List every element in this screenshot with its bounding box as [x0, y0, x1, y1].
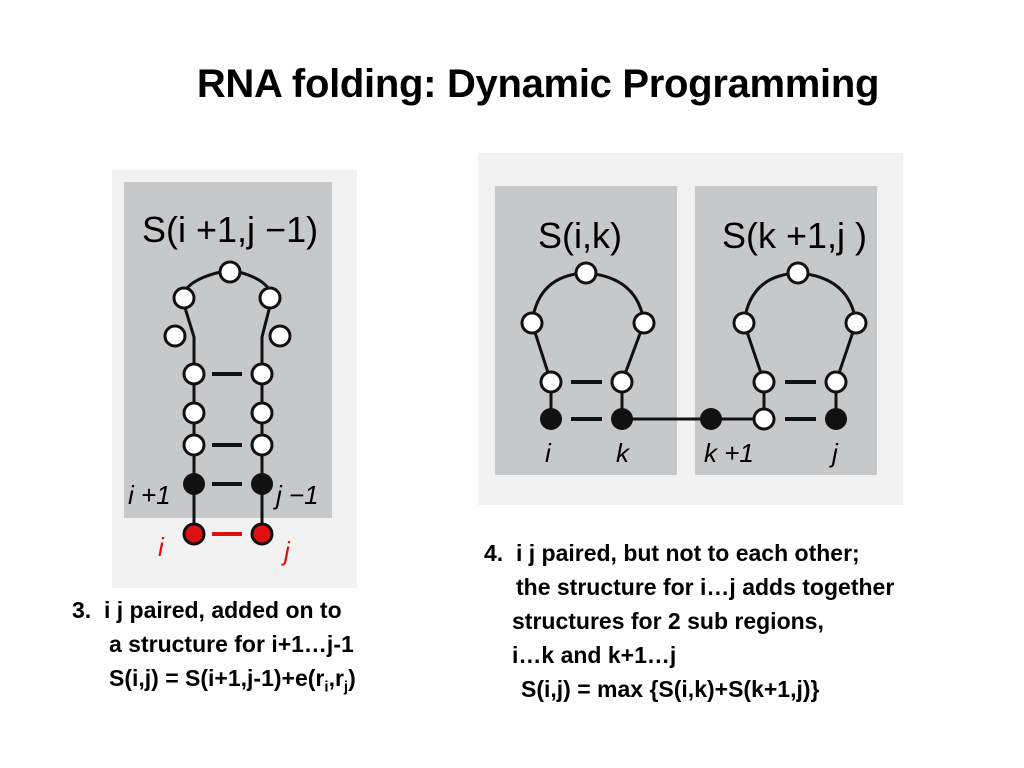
base: [732, 311, 756, 335]
label-i: i: [545, 438, 552, 468]
outer-base-i: [182, 522, 206, 546]
base: [520, 311, 544, 335]
base-j: [825, 408, 847, 430]
formula-subscript: i: [324, 678, 329, 696]
caption-case-4: 4. i j paired, but not to each other; th…: [484, 536, 894, 706]
formula-subscript: j: [343, 678, 349, 696]
base: [539, 370, 563, 394]
base: [752, 370, 776, 394]
base: [752, 407, 776, 431]
caption-formula: S(i,j) = S(i+1,j-1)+e(ri,rj): [72, 665, 356, 696]
base: [250, 362, 274, 386]
base-k-plus-1: [700, 408, 722, 430]
base: [258, 286, 282, 310]
base: [218, 260, 242, 284]
label-j: j: [829, 438, 839, 468]
pair-label-right: j −1: [273, 480, 319, 510]
base-k: [611, 408, 633, 430]
caption-line: the structure for i…j adds together: [516, 574, 895, 600]
caption-line: i…k and k+1…j: [512, 642, 677, 668]
hairpin-diagram: S(i +1,j −1) i +1 j −1 i j: [112, 170, 357, 588]
base: [182, 362, 206, 386]
outer-label-i: i: [158, 532, 165, 562]
base: [163, 324, 187, 348]
base: [574, 261, 598, 285]
formula-text: S(i,j) = S(i+1,j-1)+e(r: [109, 665, 325, 691]
subregion-label-left: S(i,k): [538, 215, 622, 256]
base: [786, 261, 810, 285]
paired-base: [183, 473, 205, 495]
base: [844, 311, 868, 335]
caption-case-3: 3. i j paired, added on to a structure f…: [72, 593, 356, 705]
pair-label-left: i +1: [128, 480, 171, 510]
subregion-label-right: S(k +1,j ): [722, 215, 867, 256]
base: [182, 433, 206, 457]
formula-text: ): [348, 665, 356, 691]
outer-base-j: [250, 522, 274, 546]
label-k-plus-1: k +1: [704, 438, 754, 468]
base-i: [540, 408, 562, 430]
base: [824, 370, 848, 394]
caption-line: 3. i j paired, added on to: [72, 597, 342, 623]
subregion-label: S(i +1,j −1): [142, 209, 318, 250]
base: [182, 401, 206, 425]
subregion-box: [124, 182, 332, 518]
paired-base: [251, 473, 273, 495]
base: [250, 401, 274, 425]
outer-label-j: j: [281, 536, 291, 566]
base: [268, 324, 292, 348]
bifurcation-diagram: S(i,k) S(k +1,j ) i k k +1 j: [478, 153, 903, 505]
subregion-box-right: [695, 186, 877, 475]
base: [610, 370, 634, 394]
caption-line: structures for 2 sub regions,: [512, 608, 824, 634]
base: [172, 286, 196, 310]
label-k: k: [616, 438, 631, 468]
caption-line: 4. i j paired, but not to each other;: [484, 540, 860, 566]
caption-line: a structure for i+1…j-1: [109, 631, 354, 657]
slide-title: RNA folding: Dynamic Programming: [196, 62, 880, 106]
base: [250, 433, 274, 457]
caption-formula: S(i,j) = max {S(i,k)+S(k+1,j)}: [521, 676, 820, 702]
base: [632, 311, 656, 335]
formula-text: ,r: [328, 665, 344, 691]
